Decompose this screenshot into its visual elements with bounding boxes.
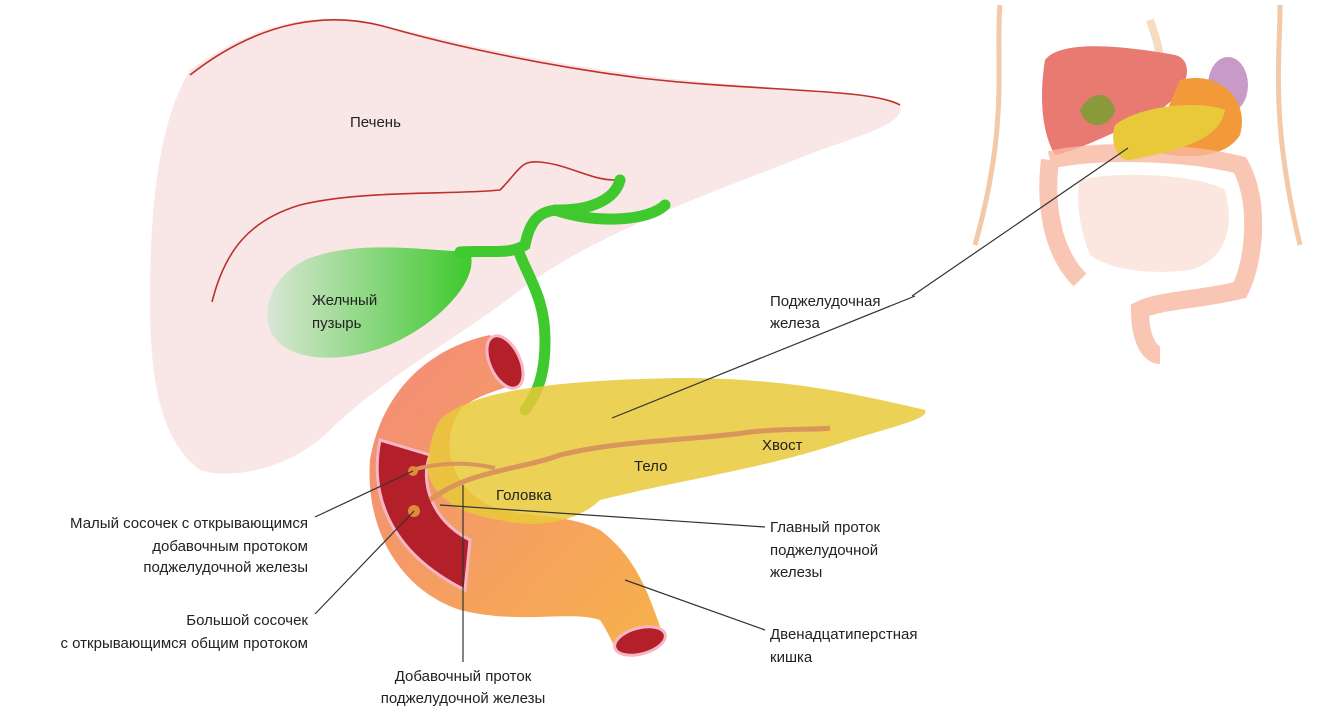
- label-accessory-duct-1: Добавочный проток: [395, 668, 532, 685]
- label-major-papilla-1: Большой сосочек: [186, 612, 308, 629]
- label-duodenum-1: Двенадцатиперстная: [770, 626, 917, 643]
- label-main-duct-3: железы: [770, 564, 822, 581]
- label-liver: Печень: [350, 114, 401, 131]
- label-head: Головка: [496, 487, 552, 504]
- label-gallbladder-1: Желчный: [312, 292, 377, 309]
- pancreas: [408, 378, 926, 524]
- label-minor-papilla-2: добавочным протоком: [152, 538, 308, 555]
- leader-lines: [314, 147, 1129, 662]
- label-tail: Хвост: [762, 437, 803, 454]
- label-pancreas-2: железа: [770, 315, 821, 332]
- label-main-duct-1: Главный проток: [770, 519, 880, 536]
- label-gallbladder-2: пузырь: [312, 315, 362, 332]
- gallbladder: [267, 174, 671, 416]
- label-minor-papilla-3: поджелудочной железы: [143, 559, 308, 576]
- label-duodenum-2: кишка: [770, 649, 813, 666]
- label-main-duct-2: поджелудочной: [770, 542, 878, 559]
- label-pancreas-1: Поджелудочная: [770, 293, 881, 310]
- label-accessory-duct-2: поджелудочной железы: [381, 690, 546, 707]
- label-body: Тело: [634, 458, 667, 475]
- label-major-papilla-2: с открывающимся общим протоком: [61, 635, 309, 652]
- label-minor-papilla-1: Малый сосочек с открывающимся: [70, 515, 308, 532]
- body-overview-illustration: [972, 4, 1303, 364]
